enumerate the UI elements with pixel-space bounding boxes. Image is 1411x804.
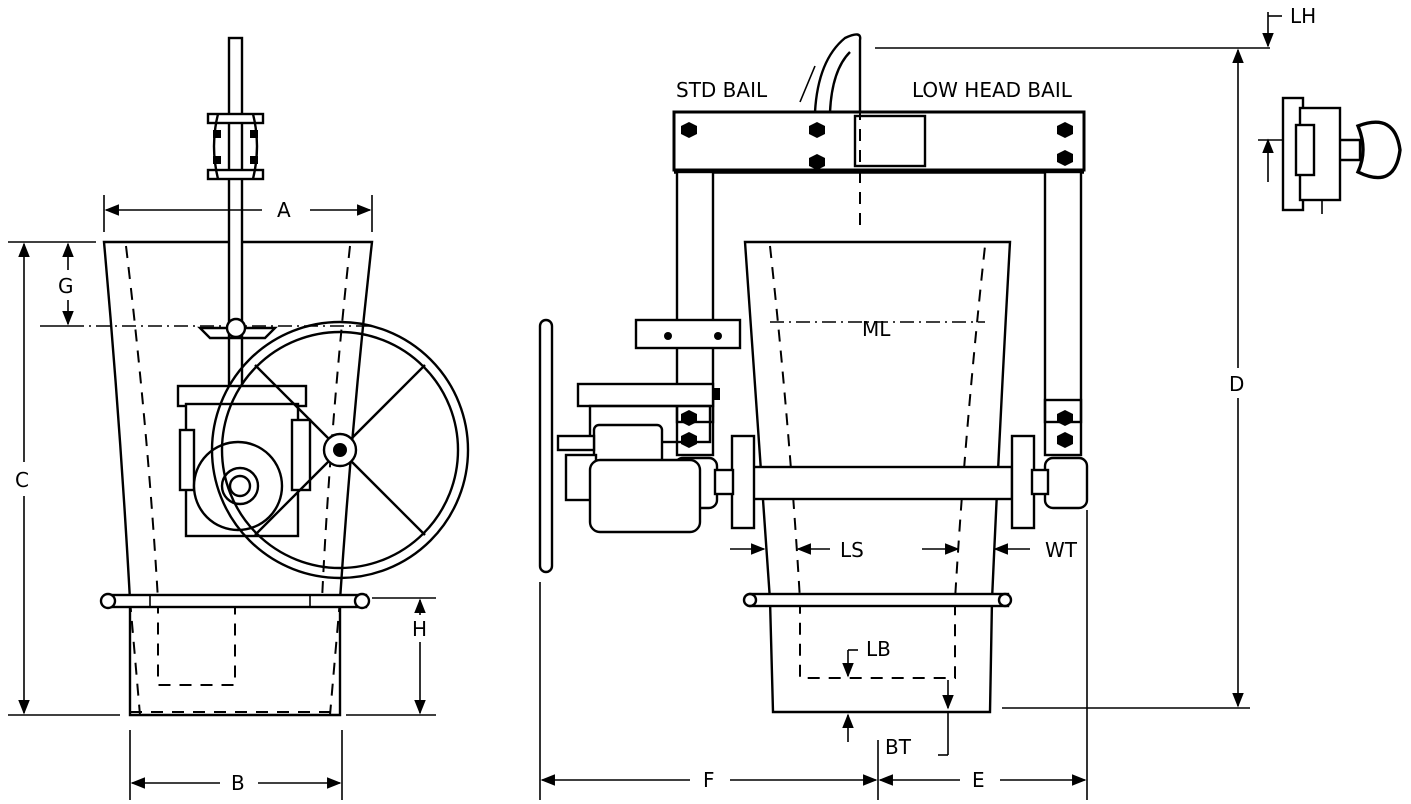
dimension-c: C [8, 241, 120, 716]
stopper-rod [227, 36, 244, 395]
right-ladle-body [743, 240, 1012, 714]
rod-clamp [206, 112, 265, 181]
label-a: A [277, 198, 291, 222]
std-bail-hook [813, 33, 862, 113]
label-ml: ML [862, 317, 891, 341]
left-ladle-lining [125, 245, 351, 686]
right-ladle-view: LH D ML LS WT LB [538, 4, 1402, 800]
label-e: E [972, 768, 985, 792]
label-d: D [1229, 372, 1244, 396]
dimension-wt: WT [922, 538, 1078, 562]
label-low-head-bail: LOW HEAD BAIL [912, 78, 1073, 102]
label-f: F [703, 768, 715, 792]
label-b: B [231, 771, 245, 795]
bail-frame [672, 110, 1086, 457]
label-std-bail: STD BAIL [676, 78, 768, 102]
side-hand-wheel [538, 318, 554, 574]
left-band [99, 592, 371, 610]
label-lb: LB [866, 637, 891, 661]
label-g: G [58, 274, 74, 298]
dimension-lb: LB [842, 637, 891, 678]
dimension-ls: LS [730, 538, 864, 562]
label-ls: LS [840, 538, 864, 562]
tilt-gear-drive [538, 318, 742, 574]
gearbox [176, 384, 312, 538]
right-band [742, 592, 1013, 608]
dimension-g: G [40, 242, 74, 327]
dimension-a: A [103, 195, 373, 232]
label-bt: BT [885, 735, 912, 759]
left-ladle-view: A C G H [8, 36, 470, 800]
label-h: H [412, 617, 427, 641]
left-ladle-body [102, 240, 374, 717]
dimension-lh: LH [875, 4, 1316, 182]
trunnion-band [673, 434, 1089, 530]
label-wt: WT [1045, 538, 1078, 562]
dimension-h: H [346, 597, 436, 716]
dimension-b: B [129, 730, 343, 800]
label-c: C [15, 468, 29, 492]
low-head-bail-detail [1281, 96, 1402, 214]
label-lh: LH [1290, 4, 1316, 28]
dimension-bt: BT [842, 680, 954, 759]
hand-wheel [210, 320, 470, 580]
dimension-d: D [1002, 48, 1250, 709]
dimension-f-e: F E [539, 510, 1088, 800]
